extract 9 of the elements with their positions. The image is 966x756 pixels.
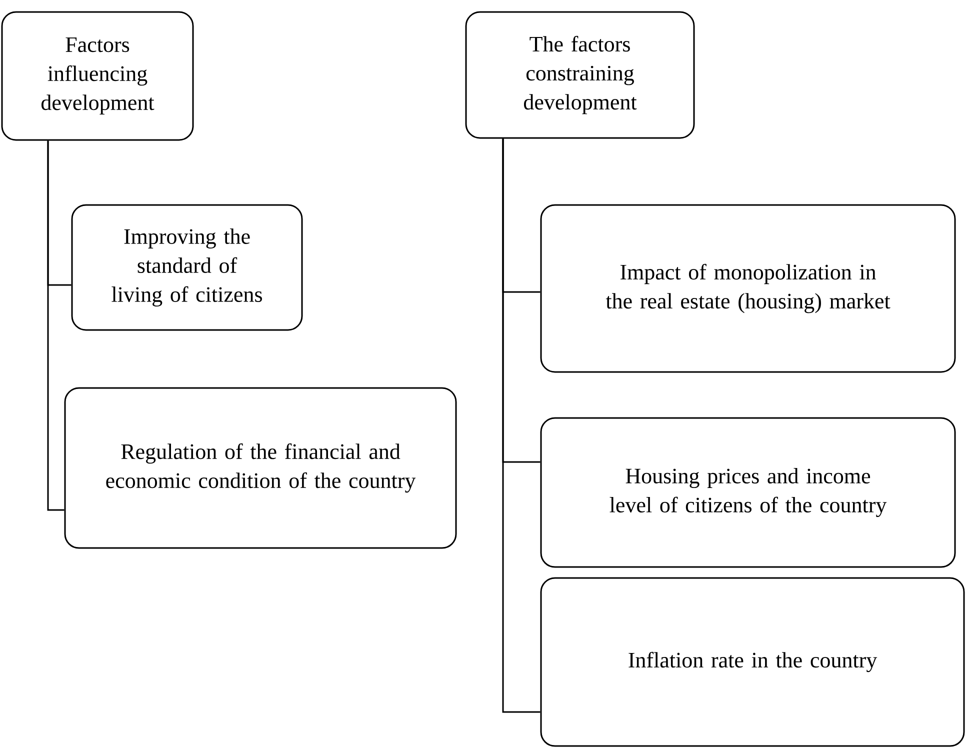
text-box: Impact of monopolization in the real estate (housing) market [540, 204, 956, 373]
connector-line [47, 140, 64, 511]
text-box: The factors constraining development [465, 11, 695, 139]
text-box: Regulation of the financial and economic condition of the country [64, 387, 457, 549]
text-box: Factors influencing development [1, 11, 194, 141]
text-box: Improving the standard of living of citizens [71, 204, 303, 331]
text-box: Housing prices and income level of citizens of the country [540, 417, 956, 568]
text-box: Inflation rate in the country [540, 577, 965, 747]
connector-line [502, 138, 540, 713]
